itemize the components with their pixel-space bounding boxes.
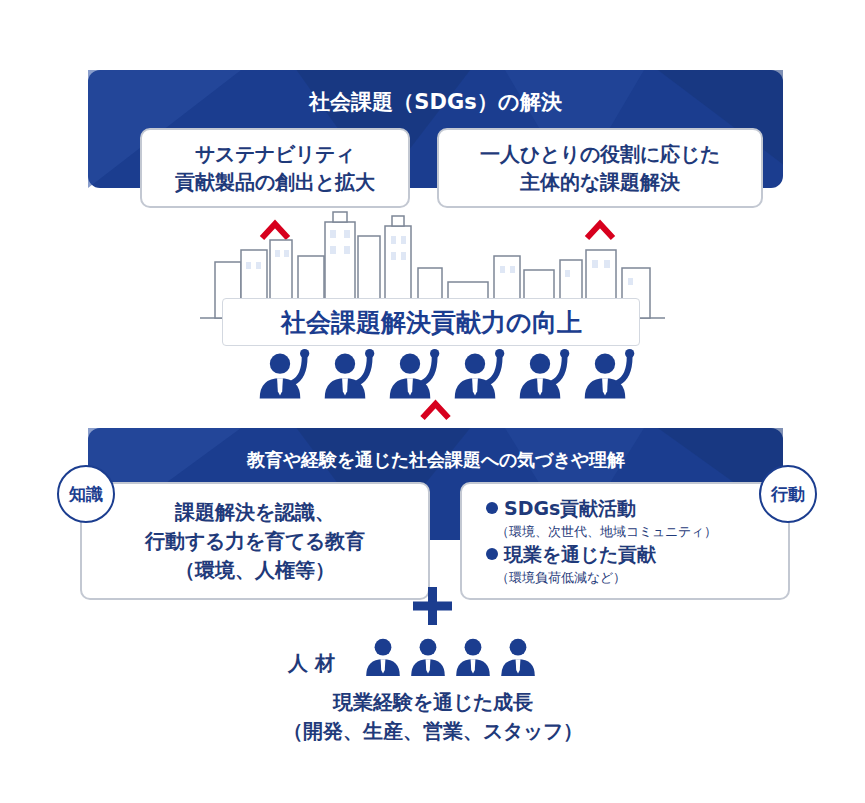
up-chevron — [423, 404, 449, 418]
caption-text: 現業経験を通じた成長 （開発、生産、営業、スタッフ） — [0, 688, 865, 746]
bullet-dot — [486, 548, 498, 560]
up-chevron — [262, 224, 288, 238]
node-text: 行動 — [771, 483, 805, 506]
text-line: 課題解決を認識、 — [145, 498, 365, 527]
action-box: SDGs貢献活動（環境、次世代、地域コミュニティ）現業を通じた貢献（環境負荷低減… — [460, 482, 790, 600]
heading: 教育や経験を通じた社会課題への気づきや理解 — [88, 448, 783, 472]
node-text: サステナビリティ 貢献製品の創出と拡大 — [175, 140, 375, 196]
node-text: 現業を通じた貢献 — [504, 541, 656, 568]
people-raising-hands — [260, 349, 635, 399]
circle-label: 知識 — [57, 465, 115, 523]
goal-box: 一人ひとりの役割に応じた 主体的な課題解決 — [437, 128, 763, 208]
text-line: サステナビリティ — [175, 140, 375, 168]
arrow-head — [423, 404, 449, 418]
center-box: 社会課題解決貢献力の向上 — [222, 298, 640, 346]
people-icons — [366, 639, 535, 676]
text-line: 現業経験を通じた成長 — [0, 688, 865, 717]
node-text: 一人ひとりの役割に応じた 主体的な課題解決 — [480, 140, 720, 196]
arrow-head — [587, 224, 613, 238]
node-text: 課題解決を認識、 行動する力を育てる教育 — [145, 498, 365, 556]
circle-label: 行動 — [759, 465, 817, 523]
goal-box: サステナビリティ 貢献製品の創出と拡大 — [140, 128, 410, 208]
bullet-dot — [486, 502, 498, 514]
up-chevron — [587, 224, 613, 238]
group-label: 人 材 — [288, 650, 335, 677]
knowledge-box: 課題解決を認識、 行動する力を育てる教育（環境、人権等） — [80, 482, 430, 600]
node-text: 知識 — [69, 483, 103, 506]
bullet-row: 現業を通じた貢献 — [486, 541, 656, 568]
text-line: 貢献製品の創出と拡大 — [175, 168, 375, 196]
node-text: （環境負荷低減など） — [486, 568, 626, 588]
node-text: （環境、次世代、地域コミュニティ） — [486, 522, 717, 542]
heading: 社会課題（SDGs）の解決 — [88, 88, 783, 116]
text-line: 行動する力を育てる教育 — [145, 527, 365, 556]
node-text: SDGs貢献活動 — [504, 495, 636, 522]
node-text: （環境、人権等） — [175, 556, 335, 585]
arrow-head — [262, 224, 288, 238]
text-line: 主体的な課題解決 — [480, 168, 720, 196]
node-text: 社会課題解決貢献力の向上 — [281, 306, 582, 339]
foundation-band: 教育や経験を通じた社会課題への気づきや理解知識課題解決を認識、 行動する力を育て… — [88, 428, 783, 540]
text-line: （開発、生産、営業、スタッフ） — [0, 717, 865, 746]
goal-banner: 社会課題（SDGs）の解決サステナビリティ 貢献製品の創出と拡大一人ひとりの役割… — [88, 70, 783, 188]
bullet-row: SDGs貢献活動 — [486, 495, 636, 522]
text-line: 一人ひとりの役割に応じた — [480, 140, 720, 168]
